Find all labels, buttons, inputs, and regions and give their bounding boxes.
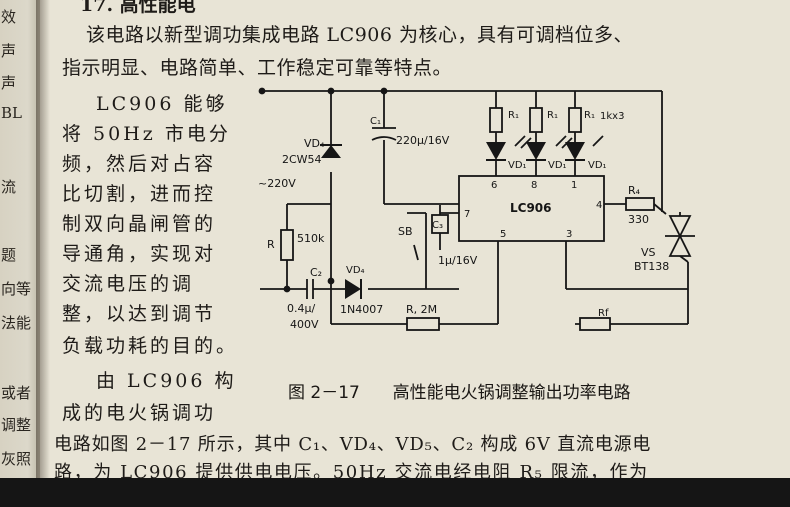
book-page: 效 声 声 BL 流 题 向等 法能 或者 调整 灰照 17. 高性能电 该电路… (0, 0, 790, 478)
vs-label: VS (641, 246, 656, 259)
facing-text-fragment: 效 (1, 8, 17, 26)
figure-title: 高性能电火锅调整输出功率电路 (392, 383, 631, 403)
pin-label: 7 (464, 209, 470, 220)
c2-value-label: 0.4μ/ (287, 302, 315, 315)
facing-text-fragment: 灰照 (1, 450, 32, 468)
bottom-dark-strip (0, 478, 790, 507)
vd4-label: VD₄ (304, 137, 325, 150)
body-text-line: 负载功耗的目的。 (62, 335, 239, 357)
c2-label: C₂ (310, 266, 322, 279)
r4-label: R₄ (628, 184, 641, 197)
pin-label: 1 (571, 180, 577, 191)
r1-label: R₁ (508, 110, 519, 121)
c1-label: C₁ (370, 116, 381, 127)
ic-name-label: LC906 (510, 201, 552, 215)
body-text-line: 电路如图 2－17 所示，其中 C₁、VD₄、VD₅、C₂ 构成 6V 直流电源… (54, 434, 652, 455)
body-text-line: 成的电火锅调功 (62, 402, 217, 424)
body-text-line: 频，然后对占容 (62, 153, 217, 175)
ac-source-label: ~220V (258, 177, 296, 190)
body-text-line: 交流电压的调 (62, 273, 195, 295)
facing-text-fragment: 流 (1, 178, 17, 196)
pin-label: 5 (500, 229, 506, 240)
figure-number: 图 2－17 (288, 383, 360, 403)
body-text-line: 整，以达到调节 (62, 303, 217, 325)
pin-label: 6 (491, 180, 497, 191)
facing-text-fragment: 声 (1, 74, 17, 92)
c3-value-label: 1μ/16V (438, 254, 478, 267)
vd1-label: VD₁ (508, 160, 527, 171)
facing-page-edge: 效 声 声 BL 流 题 向等 法能 或者 调整 灰照 (0, 0, 40, 478)
circuit-diagram: LC906 6 8 1 7 4 5 3 VD₄ 2CW54 C₁ 220μ/16… (258, 87, 695, 331)
pin-label: 8 (531, 180, 537, 191)
c2-value-label: 400V (290, 318, 319, 331)
vd2-label: VD₁ (548, 160, 567, 171)
facing-text-fragment: 法能 (1, 314, 32, 332)
body-text-line: 比切割，进而控 (62, 183, 217, 205)
page-gutter-shadow (36, 0, 50, 478)
vd5-label: VD₄ (346, 265, 365, 276)
figure-caption: 图 2－17 高性能电火锅调整输出功率电路 (288, 378, 631, 403)
body-text-line: 制双向晶闸管的 (62, 213, 217, 235)
facing-text-fragment: 调整 (1, 416, 32, 434)
c3-label: C₃ (432, 220, 443, 231)
body-text-line: 该电路以新型调功集成电路 LC906 为核心，具有可调档位多、 (86, 24, 634, 46)
body-text-line: 将 50Hz 市电分 (62, 123, 231, 145)
r3-label: R₁ (584, 110, 595, 121)
body-text-line: 路，为 LC906 提供供电电压。50Hz 交流电经电阻 R₅ 限流，作为 (54, 462, 649, 478)
vd4-type-label: 2CW54 (282, 153, 322, 166)
body-text-line: LC906 能够 (96, 93, 228, 115)
body-text-line: 由 LC906 构 (96, 370, 237, 392)
vd3-label: VD₁ (588, 160, 607, 171)
sb-switch-label: SB (398, 225, 413, 238)
vd5-type-label: 1N4007 (340, 303, 383, 316)
pin-label: 3 (566, 229, 572, 240)
facing-text-fragment: 向等 (1, 280, 32, 298)
body-text-line: 导通角，实现对 (62, 243, 217, 265)
r2-label: R₁ (547, 110, 558, 121)
pin-label: 4 (596, 200, 602, 211)
r5-label: R (267, 238, 275, 251)
r-value-label: 1kx3 (600, 111, 624, 122)
facing-text-fragment: 或者 (1, 384, 32, 402)
facing-text-fragment: 题 (1, 246, 17, 264)
r-2m-label: R, 2M (406, 303, 437, 316)
vs-type-label: BT138 (634, 260, 669, 273)
r4-value-label: 330 (628, 213, 649, 226)
facing-text-fragment: 声 (1, 42, 17, 60)
body-text-line: 指示明显、电路简单、工作稳定可靠等特点。 (62, 57, 453, 79)
c1-value-label: 220μ/16V (396, 134, 450, 147)
section-heading: 17. 高性能电 (80, 0, 196, 16)
r5-value-label: 510k (297, 232, 325, 245)
facing-text-fragment: BL (1, 104, 22, 122)
rf-label: Rf (598, 308, 609, 319)
